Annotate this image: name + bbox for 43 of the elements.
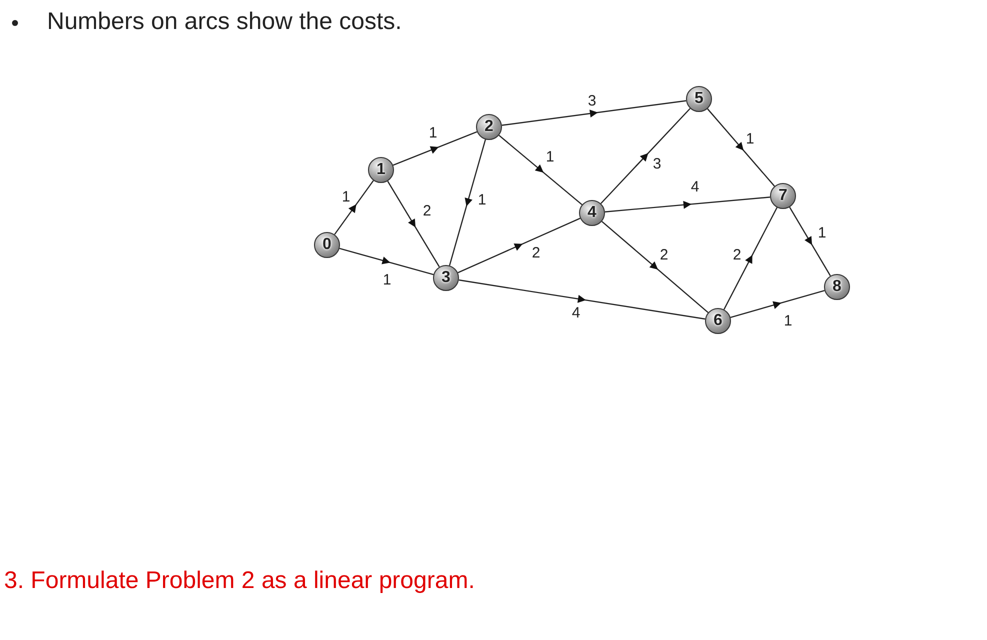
arc-arrow: [723, 207, 778, 310]
node-circle: 8: [824, 274, 850, 300]
node-circle: 5: [686, 86, 712, 112]
node-circle: 0: [314, 232, 340, 258]
node-circle: 4: [579, 200, 605, 226]
node-circle: 1: [368, 157, 394, 183]
edge-label: 1: [818, 226, 826, 240]
arc-arrow: [604, 196, 770, 212]
node-circle: 3: [433, 265, 459, 291]
arc-arrow: [600, 108, 691, 204]
edge-label: 1: [546, 150, 554, 164]
edge-label: 3: [652, 156, 662, 172]
edge-label: 1: [382, 272, 392, 288]
arc-arrow: [458, 218, 580, 274]
edge-label: 2: [732, 248, 742, 262]
arc-arrow: [387, 180, 440, 268]
edge-label: 2: [532, 246, 540, 260]
edge-label: 2: [422, 204, 432, 218]
arc-arrow: [789, 206, 831, 276]
arc-arrow: [448, 139, 486, 266]
node-circle: 7: [770, 183, 796, 209]
arc-arrow: [601, 221, 709, 313]
node-circle: 2: [476, 114, 502, 140]
arc-arrow: [498, 134, 582, 206]
edge-label: 1: [478, 192, 486, 208]
edge-label: 2: [660, 248, 668, 262]
edge-label: 1: [428, 126, 438, 140]
arc-arrow: [730, 290, 825, 318]
task-text: 3. Formulate Problem 2 as a linear program.: [4, 567, 475, 595]
arc-arrow: [707, 108, 775, 187]
edge-label: 1: [784, 314, 792, 328]
arc-arrow: [392, 131, 478, 166]
node-circle: 6: [705, 308, 731, 334]
edge-label: 4: [572, 306, 580, 320]
edge-label: 1: [746, 132, 754, 146]
arc-arrow: [339, 248, 434, 276]
edge-label: 3: [588, 94, 596, 108]
edge-label: 4: [690, 180, 700, 194]
arc-arrow: [458, 279, 706, 320]
heading-text: Numbers on arcs show the costs.: [47, 8, 402, 36]
arc-arrow: [334, 180, 374, 235]
arc-arrow: [502, 100, 686, 126]
edge-label: 1: [342, 190, 350, 204]
